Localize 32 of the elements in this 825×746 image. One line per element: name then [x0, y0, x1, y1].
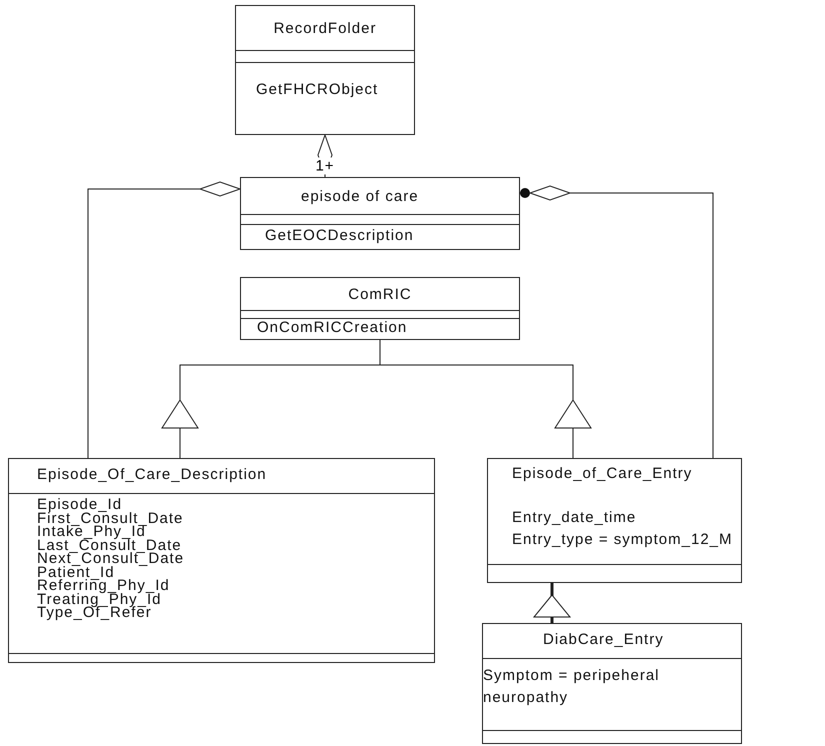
class-name: ComRIC [348, 286, 412, 302]
attribute-text: Type_Of_Refer [37, 606, 152, 620]
attribute-text: First_Consult_Date [37, 512, 184, 525]
class-name: episode of care [301, 188, 419, 204]
operation-text: GetFHCRObject [256, 81, 378, 99]
operation-text: GetEOCDescription [265, 227, 414, 245]
class-box [8, 458, 435, 663]
class-box [235, 5, 415, 135]
class-name: Episode_Of_Care_Description [37, 466, 267, 483]
generalization-arrow [532, 583, 572, 623]
class-box [487, 458, 742, 583]
attribute-text: Referring_Phy_Id [37, 579, 170, 592]
aggregation-line [520, 186, 714, 458]
attribute-text: Entry_date_time [512, 508, 636, 528]
attribute-text: Treating_Phy_Id [37, 592, 162, 606]
class-box [240, 277, 520, 340]
class-box [240, 177, 520, 250]
class-name: Episode_of_Care_Entry [512, 465, 692, 482]
attribute-text: Entry_type = symptom_12_M [512, 530, 733, 550]
attribute-text: Next_Consult_Date [37, 552, 184, 566]
attribute-text: Intake_Phy_Id [37, 525, 146, 538]
attribute-text: Last_Consult_Date [37, 538, 182, 552]
aggregation-line [318, 134, 332, 178]
operation-text: OnComRICCreation [257, 319, 408, 337]
class-box [482, 623, 742, 744]
aggregation-line [88, 182, 240, 458]
generalization-arrow [380, 340, 592, 458]
attribute-text: Patient_Id [37, 566, 115, 579]
attribute-text: Symptom = peripeheral neuropathy [483, 666, 660, 708]
attribute-text: Episode_Id [37, 498, 122, 512]
class-name: DiabCare_Entry [543, 631, 664, 648]
class-name: RecordFolder [274, 20, 376, 36]
